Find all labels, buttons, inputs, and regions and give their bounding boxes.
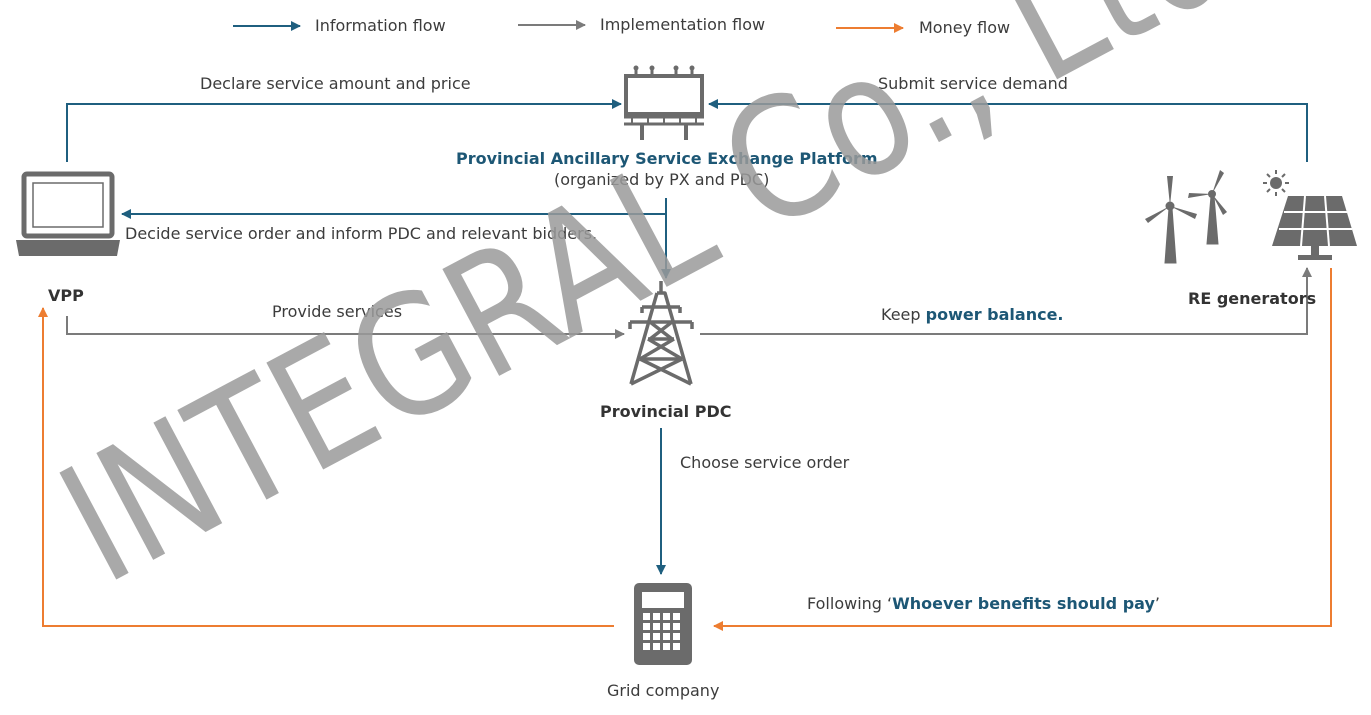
legend-information-label: Information flow [315,16,446,35]
keep-prefix: Keep [881,305,926,324]
flow-keep-balance-arrow [700,267,1312,335]
flow-keep-balance-label: Keep power balance. [881,305,1064,325]
flow-submit-label: Submit service demand [878,74,1068,93]
flow-provide-arrow [66,316,625,339]
following-prefix: Following ‘ [807,594,893,613]
transmission-tower-icon [628,281,694,386]
following-suffix: ’ [1154,594,1160,613]
flow-choose-label: Choose service order [680,453,850,472]
power-balance-emphasis: power balance. [925,305,1064,324]
wind-turbine-icon [1145,170,1227,264]
calculator-icon [634,583,692,665]
flow-submit-arrow [708,99,1308,162]
whoever-benefits-emphasis: Whoever benefits should pay [892,594,1155,613]
legend-implementation-label: Implementation flow [600,15,766,34]
solar-panel-icon [1263,170,1357,260]
platform-title: Provincial Ancillary Service Exchange Pl… [456,149,878,168]
flow-provide-label: Provide services [272,302,403,321]
vpp-label: VPP [48,286,84,305]
grid-company-label: Grid company [607,681,720,700]
platform-subtitle: (organized by PX and PDC) [554,170,770,189]
laptop-icon [16,171,120,256]
legend-money-label: Money flow [919,18,1011,37]
flow-pay-vpp-arrow [38,307,614,627]
flow-decide-label: Decide service order and inform PDC and … [125,224,598,243]
pdc-label: Provincial PDC [600,402,732,421]
re-generators-label: RE generators [1188,289,1317,308]
flow-following-label: Following ‘Whoever benefits should pay’ [807,594,1160,614]
flow-declare-arrow [66,99,622,162]
flow-declare-label: Declare service amount and price [200,74,471,93]
flow-re-pay-arrow [713,268,1332,631]
billboard-icon [624,65,704,140]
